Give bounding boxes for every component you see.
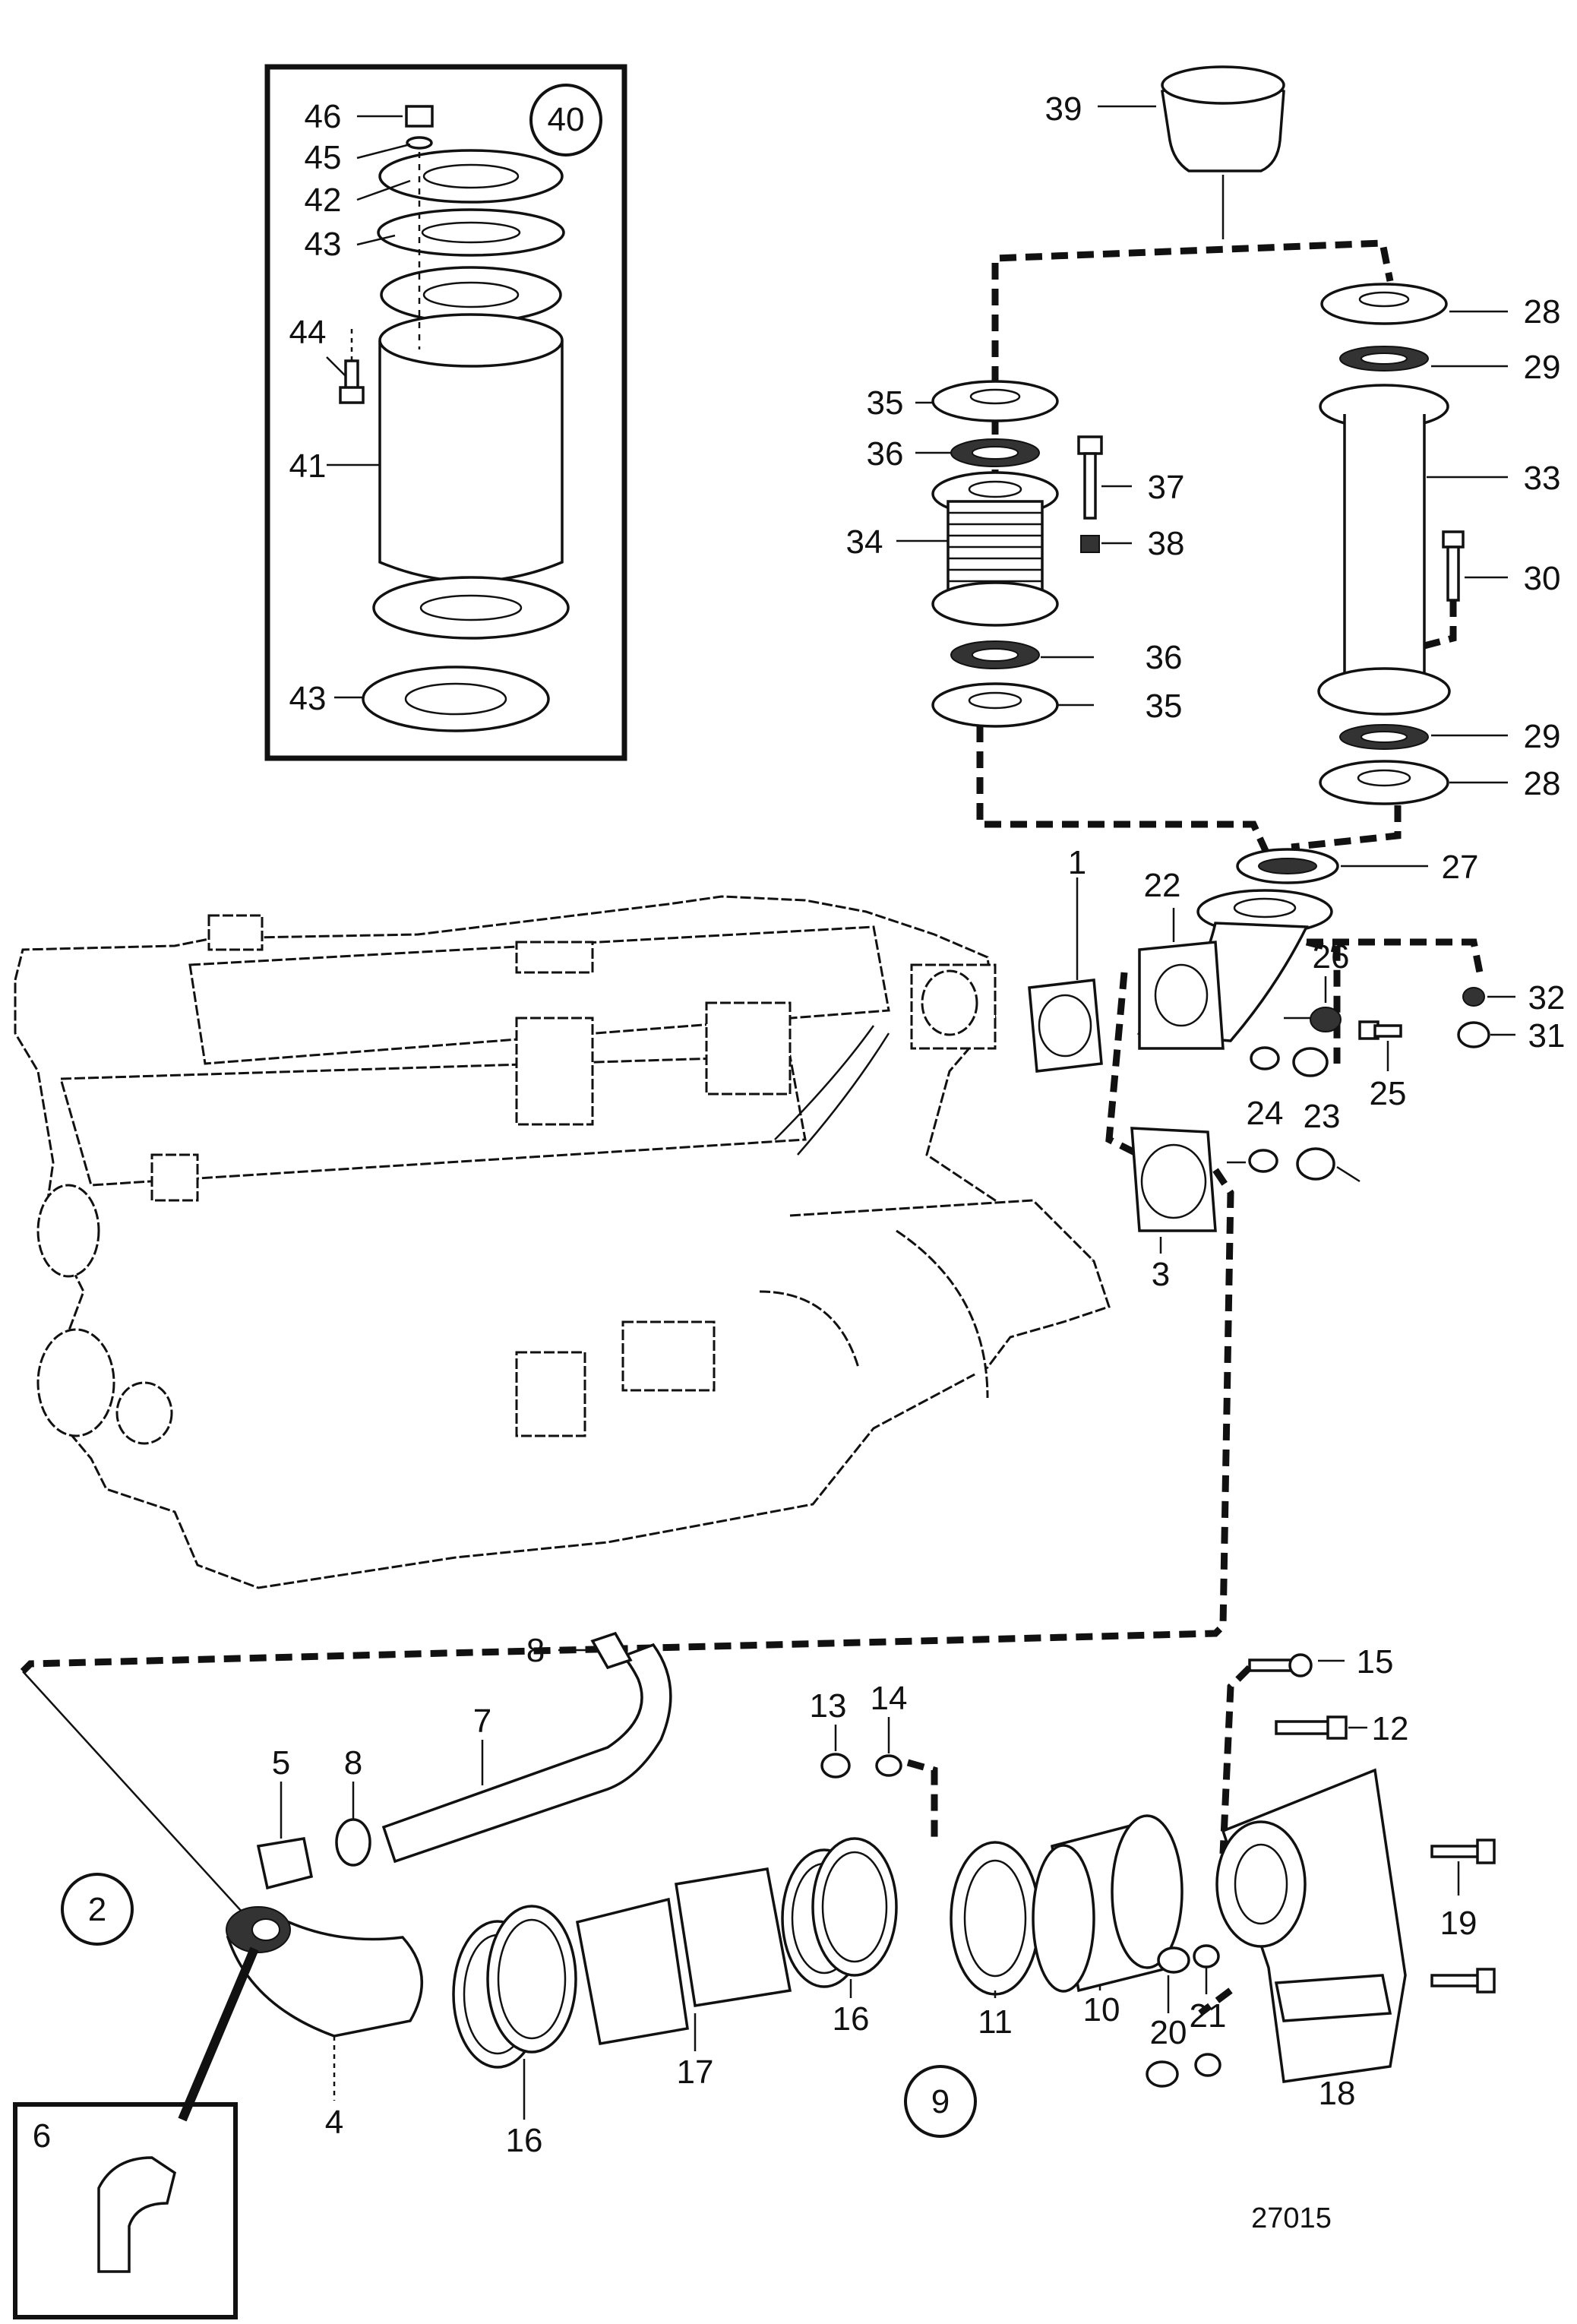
callout-15: 15 — [1357, 1643, 1394, 1681]
group-label-2: 2 — [88, 1891, 106, 1928]
callout-35: 35 — [867, 384, 904, 422]
callout-25: 25 — [1370, 1075, 1407, 1112]
callout-37: 37 — [1148, 469, 1185, 506]
callout-41: 41 — [289, 447, 327, 485]
callout-10: 10 — [1083, 1991, 1120, 2028]
callout-33: 33 — [1524, 460, 1561, 497]
callout-18: 18 — [1319, 2075, 1356, 2112]
group-label-6: 6 — [33, 2117, 51, 2155]
callout-26: 26 — [1313, 938, 1350, 975]
callout-36: 36 — [867, 435, 904, 473]
callout-17: 17 — [677, 2054, 714, 2091]
callout-31: 31 — [1528, 1017, 1566, 1054]
callout-28-lower: 28 — [1524, 765, 1561, 802]
callout-29: 29 — [1524, 349, 1561, 386]
group-label-40: 40 — [548, 101, 585, 138]
callout-4: 4 — [325, 2104, 343, 2141]
callout-34: 34 — [846, 523, 883, 561]
callout-32: 32 — [1528, 979, 1566, 1017]
callout-24: 24 — [1247, 1095, 1284, 1132]
callout-20: 20 — [1150, 2014, 1187, 2051]
callout-39: 39 — [1045, 90, 1082, 128]
callout-30: 30 — [1524, 560, 1561, 597]
callout-42: 42 — [305, 182, 342, 219]
drawing-reference-number: 27015 — [1251, 2202, 1332, 2234]
callout-29-lower: 29 — [1524, 718, 1561, 755]
callout-7: 7 — [473, 1703, 491, 1740]
callout-5: 5 — [272, 1744, 290, 1782]
callout-36-lower: 36 — [1146, 639, 1183, 676]
exhaust-riser-assembly: 39 35 — [846, 65, 1561, 886]
callout-3: 3 — [1152, 1256, 1170, 1293]
callout-46: 46 — [305, 98, 342, 135]
callout-13: 13 — [810, 1687, 847, 1725]
callout-14: 14 — [871, 1680, 908, 1717]
callout-22: 22 — [1144, 867, 1181, 904]
callout-16: 16 — [506, 2122, 543, 2159]
callout-16-right: 16 — [833, 2000, 870, 2038]
callout-35-lower: 35 — [1146, 688, 1183, 725]
callout-8: 8 — [344, 1744, 362, 1782]
callout-8-top: 8 — [526, 1632, 545, 1669]
callout-38: 38 — [1148, 525, 1185, 562]
callout-28: 28 — [1524, 293, 1561, 330]
callout-23: 23 — [1304, 1098, 1341, 1135]
lower-exhaust-line: 2 9 4 5 8 7 8 6 — [13, 1631, 1496, 2319]
callout-11: 11 — [978, 2003, 1013, 2041]
callout-27: 27 — [1442, 849, 1479, 886]
engine-block-outline — [14, 895, 1111, 1589]
group-label-9: 9 — [931, 2083, 950, 2120]
inset-silencer-kit: 40 46 45 42 — [264, 64, 627, 761]
callout-43: 43 — [305, 226, 342, 263]
callout-21: 21 — [1190, 1997, 1227, 2035]
callout-1: 1 — [1068, 844, 1086, 881]
callout-12: 12 — [1372, 1710, 1409, 1747]
callout-45: 45 — [305, 139, 342, 176]
callout-43-lower: 43 — [289, 680, 327, 717]
callout-44: 44 — [289, 314, 327, 351]
exhaust-elbow-group: 22 26 25 32 31 1 3 — [20, 844, 1566, 1674]
callout-19: 19 — [1440, 1905, 1477, 1942]
